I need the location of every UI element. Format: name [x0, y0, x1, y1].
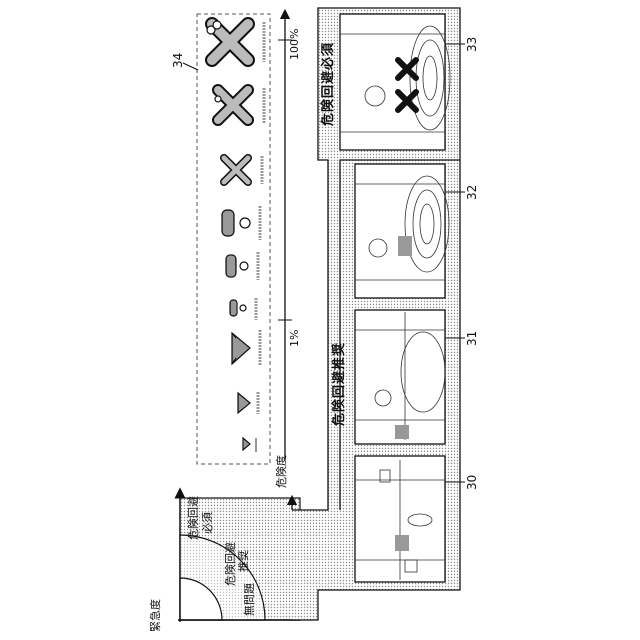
- tick-label-1pct: 1%: [289, 330, 300, 347]
- triangle-large-icon: [232, 330, 260, 366]
- cross-medium-icon: [215, 88, 264, 124]
- cross-small-icon: [224, 156, 262, 184]
- ref-number-34: 34: [172, 53, 184, 68]
- avoid-recommended-label-line2: 推奨: [238, 550, 249, 572]
- exclamation-large-icon: [222, 206, 260, 240]
- no-problem-label: 無問題: [244, 583, 255, 616]
- avoid-required-label-line1: 危険回避: [188, 496, 199, 540]
- avoid-recommended-banner: 危険回避推奨: [333, 342, 346, 426]
- danger-axis-main: [278, 14, 292, 460]
- scene-32: [355, 164, 449, 298]
- ref-number-32: 32: [466, 185, 478, 200]
- warning-icons: [207, 21, 264, 452]
- ref-number-31: 31: [466, 331, 478, 346]
- triangle-medium-icon: [238, 392, 258, 414]
- avoid-required-banner: 危険回避必須: [322, 42, 335, 126]
- cross-large-icon: [207, 21, 264, 62]
- scene-frames: [340, 14, 450, 582]
- tick-label-100pct: 100%: [289, 29, 300, 60]
- exclamation-small-icon: [230, 298, 256, 320]
- danger-axis-label: 危険度: [276, 455, 287, 488]
- icon-box-leader: [183, 63, 198, 70]
- ref-number-30: 30: [466, 475, 478, 490]
- scene-33: [340, 14, 450, 150]
- urgency-axis-label: 緊急度: [150, 599, 161, 632]
- scene-31: [355, 310, 445, 444]
- triangle-small-icon: [243, 438, 256, 452]
- avoid-recommended-label-line1: 危険回避: [225, 542, 236, 586]
- avoid-required-label-line2: 必須: [202, 512, 213, 534]
- scene-30: [355, 456, 445, 582]
- ref-number-33: 33: [466, 37, 478, 52]
- exclamation-medium-icon: [226, 252, 258, 280]
